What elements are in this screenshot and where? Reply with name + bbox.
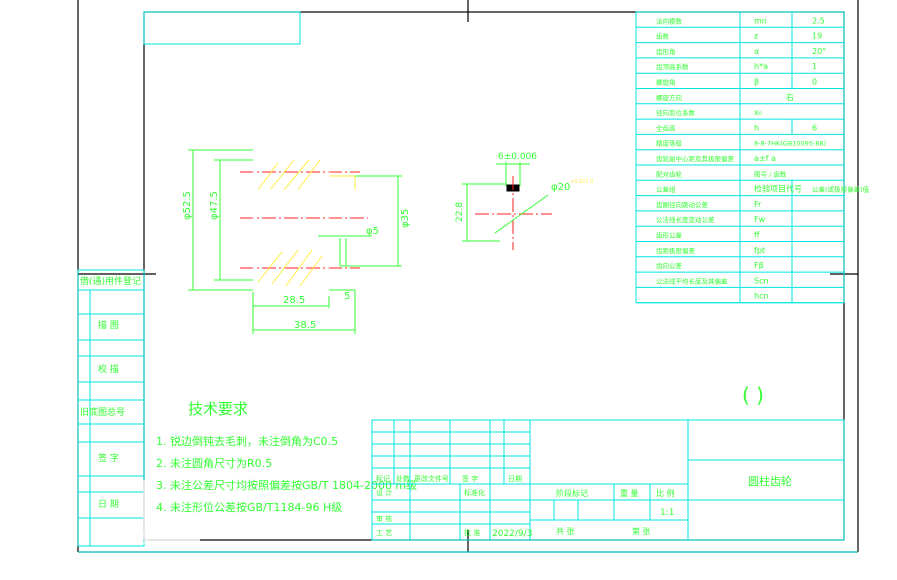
tb-col-mark: 标记 (376, 474, 390, 483)
param-symbol-16: Fβ (754, 261, 764, 270)
tb-design: 设 计 (376, 488, 392, 497)
corner-stamp-box (143, 11, 301, 45)
param-symbol-14: ff (754, 231, 760, 240)
bore-keyway-view (462, 162, 552, 250)
left-margin-table (77, 269, 145, 547)
param-label-9: 齿轮副中心距及其极限偏差 (656, 154, 735, 163)
tb-standard: 标准化 (464, 488, 485, 497)
ucs-icon (139, 480, 200, 544)
tb-stage: 阶段标记 (556, 488, 588, 498)
param-value-0: 2.5 (812, 16, 825, 25)
title-block (371, 419, 845, 541)
tb-date-value: 2022/9/3 (492, 529, 532, 539)
param-symbol-9: a±f a (754, 154, 776, 163)
left-label-2: 校 描 (98, 363, 119, 375)
roughness-paren: ( ) (742, 383, 764, 407)
param-label-6: 径向变位系数 (656, 108, 696, 117)
param-value-4: 0 (812, 78, 817, 87)
param-value-5: 右 (786, 92, 794, 102)
param-label-0: 法向模数 (656, 16, 683, 25)
param-symbol-18: hcn (754, 292, 769, 301)
dim-d3: φ35 (400, 209, 411, 228)
param-label-14: 齿形公差 (656, 231, 683, 240)
param-value-11: 公差(或极限偏差)值 (812, 185, 870, 194)
tb-ratio: 比 例 (656, 488, 675, 498)
left-label-0: 借(通)用件登记 (80, 275, 141, 287)
param-symbol-3: h*a (754, 62, 768, 71)
param-label-3: 齿顶高系数 (656, 62, 689, 71)
param-label-13: 公法线长度变动公差 (656, 215, 715, 224)
param-symbol-15: fpt (754, 246, 765, 255)
param-label-4: 螺旋角 (656, 78, 676, 87)
tb-check: 审 核 (376, 514, 392, 523)
tech-req-item-3: 3. 未注公差尺寸均按照偏差按GB/T 1804-2000 m级 (156, 478, 417, 492)
axis-x-label: X (198, 525, 208, 541)
left-label-1: 描 图 (98, 319, 119, 331)
tb-col-date: 日期 (508, 475, 522, 483)
param-symbol-4: β (754, 78, 759, 87)
param-label-12: 齿圈径向跳动公差 (656, 200, 709, 209)
left-label-4: 签 字 (98, 452, 119, 464)
param-label-5: 螺旋方向 (656, 93, 682, 102)
param-label-1: 齿数 (656, 32, 670, 41)
param-symbol-2: α (754, 47, 759, 56)
tech-req-item-1: 1. 锐边倒钝去毛刺，未注倒角为C0.5 (156, 434, 338, 448)
param-value-2: 20° (812, 47, 826, 56)
dim-keyway: 6±0.006 (498, 152, 537, 162)
param-label-16: 齿向公差 (656, 261, 683, 270)
gear-parameter-table: 法向模数 mn 2.5 齿数 z 19 齿形角 α 20° 齿顶高系数 h*a 1 螺旋角 β 0 螺旋方向 右… (635, 11, 870, 304)
tb-col-sign: 签 字 (462, 474, 478, 483)
param-symbol-11: 检验项目代号 (754, 184, 802, 194)
param-label-2: 齿形角 (656, 47, 676, 56)
tb-col-file: 更改文件号 (414, 474, 449, 483)
param-value-1: 19 (812, 32, 822, 41)
param-symbol-6: x₀ (754, 108, 762, 117)
param-label-10: 配对齿轮 (656, 169, 683, 178)
dim-d1: φ52.5 (182, 191, 193, 220)
param-symbol-10: 图号 / 齿数 (754, 169, 787, 178)
dim-bore: φ20 (551, 182, 570, 193)
tb-approve: 批 准 (464, 528, 480, 537)
tb-process: 工 艺 (376, 529, 392, 537)
tech-req-item-2: 2. 未注圆角尺寸为R0.5 (156, 456, 272, 470)
axis-y-label: Y (145, 473, 154, 488)
param-value-3: 1 (812, 62, 817, 71)
param-symbol-8: 8-8-7HK(GB10095-88) (754, 140, 826, 148)
param-label-8: 精度等级 (656, 139, 683, 148)
tb-scale-value: 1:1 (660, 508, 674, 518)
tb-col-count: 处数 (396, 474, 410, 483)
tech-req-title: 技术要求 (188, 400, 248, 418)
tb-sheet: 第 张 (632, 526, 651, 536)
tb-weight: 重 量 (620, 488, 639, 498)
param-symbol-1: z (754, 32, 758, 41)
param-label-15: 齿距极限偏差 (656, 246, 696, 255)
dim-d2: φ47.5 (209, 191, 220, 220)
tb-part-name: 圆柱齿轮 (748, 474, 792, 488)
dim-d4: φ5 (366, 226, 379, 237)
tech-req-item-4: 4. 未注形位公差按GB/T1184-96 H级 (156, 500, 342, 514)
left-label-3: 旧底图总号 (80, 406, 125, 418)
dim-bore-tol: +0.021 0 (570, 179, 593, 185)
param-label-7: 全齿高 (656, 123, 676, 132)
dim-height: 22.8 (455, 202, 465, 222)
param-value-7: 6 (812, 123, 817, 132)
dim-len2: 5 (344, 291, 350, 302)
tb-sheets: 共 张 (556, 527, 575, 536)
param-symbol-17: Scn (754, 276, 769, 285)
left-label-5: 日 期 (98, 499, 119, 510)
param-symbol-12: Fr (754, 200, 762, 209)
param-symbol-7: h (754, 123, 759, 132)
param-symbol-13: Fw (754, 215, 766, 224)
param-symbol-0: mn (754, 16, 767, 25)
param-label-17: 公法线平均长度及其偏差 (656, 276, 728, 285)
dim-len1: 28.5 (283, 295, 305, 306)
dim-len3: 38.5 (294, 320, 316, 331)
gear-section-view (188, 149, 402, 334)
param-label-11: 公差组 (656, 185, 676, 194)
